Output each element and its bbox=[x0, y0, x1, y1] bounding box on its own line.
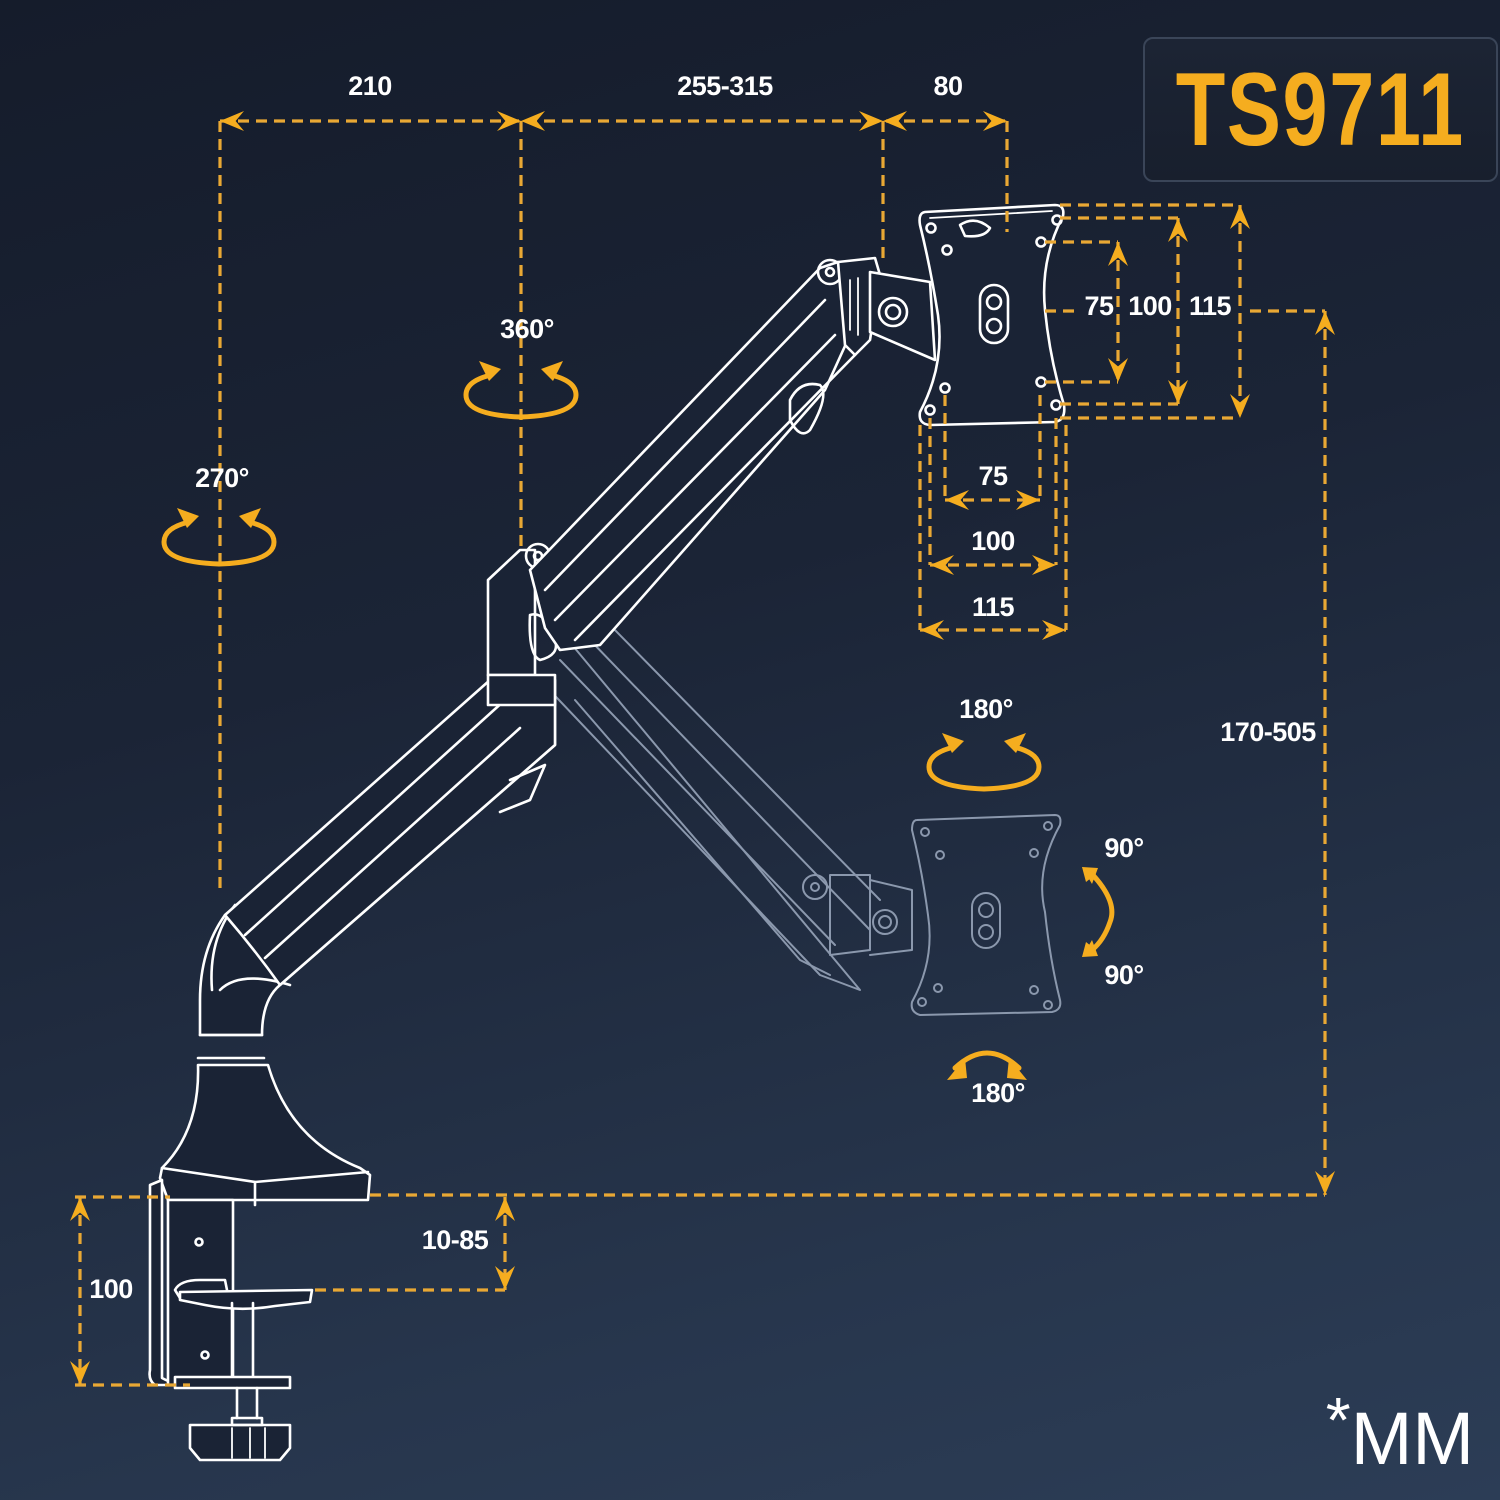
dimension-arrowhead bbox=[983, 111, 1007, 131]
clamp-thickness-label: 10-85 bbox=[422, 1225, 489, 1255]
dimension-arrowhead bbox=[495, 1266, 515, 1290]
elbow-swivel-label: 360° bbox=[500, 314, 554, 344]
head-swivel-label: 180° bbox=[959, 694, 1013, 724]
base-swivel-label: 270° bbox=[195, 463, 249, 493]
dimension-arrowhead bbox=[883, 111, 907, 131]
dimension-arrowhead bbox=[495, 1197, 515, 1221]
vesa-plate bbox=[918, 203, 1066, 427]
dimension-arrowhead bbox=[930, 555, 954, 575]
model-badge: TS9711 bbox=[1143, 37, 1498, 182]
dimension-arrowhead bbox=[220, 111, 244, 131]
dimension-arrowhead bbox=[859, 111, 883, 131]
dimension-arrowhead bbox=[1230, 205, 1250, 229]
lower-arm bbox=[223, 678, 557, 987]
dimension-arrowhead bbox=[920, 620, 944, 640]
tilt-up-label: 90° bbox=[1104, 833, 1143, 863]
unit-asterisk: * bbox=[1325, 1384, 1351, 1456]
dim-label-255-315: 255-315 bbox=[677, 71, 773, 101]
rotate-arrow-icon bbox=[947, 1050, 1027, 1080]
vesa-h-label-100: 100 bbox=[971, 526, 1015, 556]
head-swivel-icon bbox=[926, 733, 1042, 792]
tilt-down-label: 90° bbox=[1104, 960, 1143, 990]
dimension-arrowhead bbox=[1042, 620, 1066, 640]
dimension-arrowhead bbox=[497, 111, 521, 131]
dimension-arrowhead bbox=[1168, 380, 1188, 404]
elbow-swivel-icon bbox=[463, 361, 579, 420]
vesa-v-label-100: 100 bbox=[1128, 291, 1172, 321]
vesa-v-label-115: 115 bbox=[1189, 291, 1232, 321]
unit-label: MM bbox=[1350, 1397, 1474, 1480]
desk-clamp bbox=[148, 1178, 314, 1462]
dimension-arrowhead bbox=[1168, 218, 1188, 242]
monitor-arm-drawing bbox=[148, 203, 1066, 1462]
dimension-arrowhead bbox=[521, 111, 545, 131]
dim-label-210: 210 bbox=[348, 71, 392, 101]
upper-arm bbox=[528, 258, 857, 652]
vesa-v-label-75: 75 bbox=[1084, 291, 1114, 321]
dimension-labels: 210 255-315 80 75 100 115 75 100 115 170… bbox=[89, 71, 1317, 1304]
dim-label-80: 80 bbox=[933, 71, 962, 101]
dimension-arrowhead bbox=[1016, 490, 1040, 510]
dimension-arrowhead bbox=[1315, 311, 1335, 335]
height-range-label: 170-505 bbox=[1220, 717, 1316, 747]
dimension-arrowhead bbox=[1230, 394, 1250, 418]
dimension-arrowhead bbox=[70, 1197, 90, 1221]
unit-note: *MM bbox=[1326, 1388, 1474, 1476]
dimension-arrowhead bbox=[945, 490, 969, 510]
vesa-h-label-75: 75 bbox=[978, 461, 1008, 491]
base-swivel-icon bbox=[161, 508, 277, 567]
tilt-head bbox=[836, 256, 937, 362]
dimension-arrowhead bbox=[1108, 242, 1128, 266]
clamp-height-label: 100 bbox=[89, 1274, 133, 1304]
vesa-h-label-115: 115 bbox=[972, 592, 1015, 622]
dimension-arrowhead bbox=[70, 1361, 90, 1385]
dimension-arrowhead bbox=[1108, 358, 1128, 382]
model-name: TS9711 bbox=[1176, 51, 1466, 168]
rotation-icons bbox=[161, 361, 1115, 1080]
dimension-lines bbox=[75, 119, 1327, 1387]
tilt-arrow-icon bbox=[1082, 867, 1115, 957]
arrowheads bbox=[70, 111, 1335, 1385]
rotate-label: 180° bbox=[971, 1078, 1025, 1108]
ghost-arm-lowered bbox=[539, 624, 1062, 1016]
dimension-arrowhead bbox=[1032, 555, 1056, 575]
dimension-arrowhead bbox=[1315, 1171, 1335, 1195]
